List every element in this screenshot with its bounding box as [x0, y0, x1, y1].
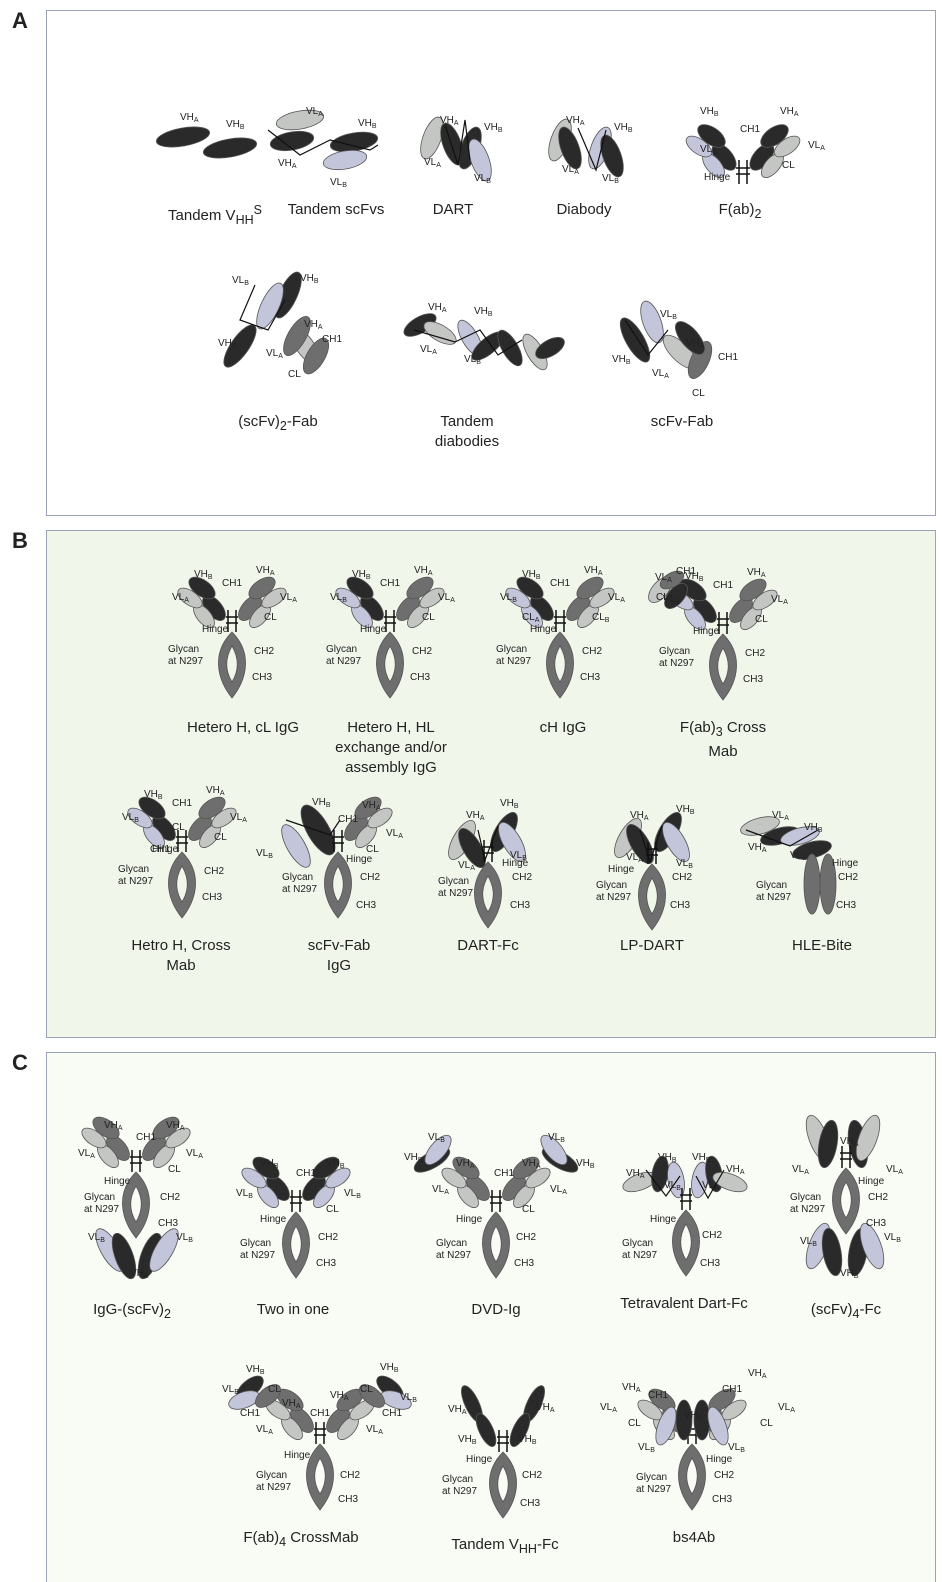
caption-dvd-ig: DVD-Ig: [471, 1300, 520, 1320]
caption-tandem-scfvs: Tandem scFvs: [288, 200, 385, 220]
caption-hle-bite: HLE-Bite: [792, 936, 852, 956]
caption-dart-fc: DART-Fc: [457, 936, 518, 956]
caption-fab4-crossmab: F(ab)4 CrossMab: [243, 1528, 358, 1552]
caption-bs4ab: bs4Ab: [673, 1528, 716, 1548]
caption-tandem-vhhs: Tandem VHHS: [168, 200, 262, 230]
caption-lp-dart: LP-DART: [620, 936, 684, 956]
caption-fab2: F(ab)2: [719, 200, 762, 224]
caption-igg-scfv2: IgG-(scFv)2: [93, 1300, 171, 1324]
caption-dart: DART: [433, 200, 474, 220]
caption-diabody: Diabody: [556, 200, 611, 220]
caption-scfv2-fab: (scFv)2-Fab: [238, 412, 317, 436]
panel-c-label: C: [12, 1050, 28, 1076]
caption-scfv-fab: scFv-Fab: [651, 412, 714, 432]
caption-scfv4-fc: (scFv)4-Fc: [811, 1300, 881, 1324]
panel-a-label: A: [12, 8, 28, 34]
caption-tandem-vhh-fc: Tandem VHH-Fc: [451, 1535, 558, 1559]
caption-tetravalent-dart-fc: Tetravalent Dart-Fc: [620, 1294, 748, 1314]
panel-b-label: B: [12, 528, 28, 554]
caption-hetero-h-cl-igg: Hetero H, cL IgG: [187, 718, 299, 738]
caption-two-in-one: Two in one: [257, 1300, 330, 1320]
caption-ch-igg: cH IgG: [540, 718, 587, 738]
